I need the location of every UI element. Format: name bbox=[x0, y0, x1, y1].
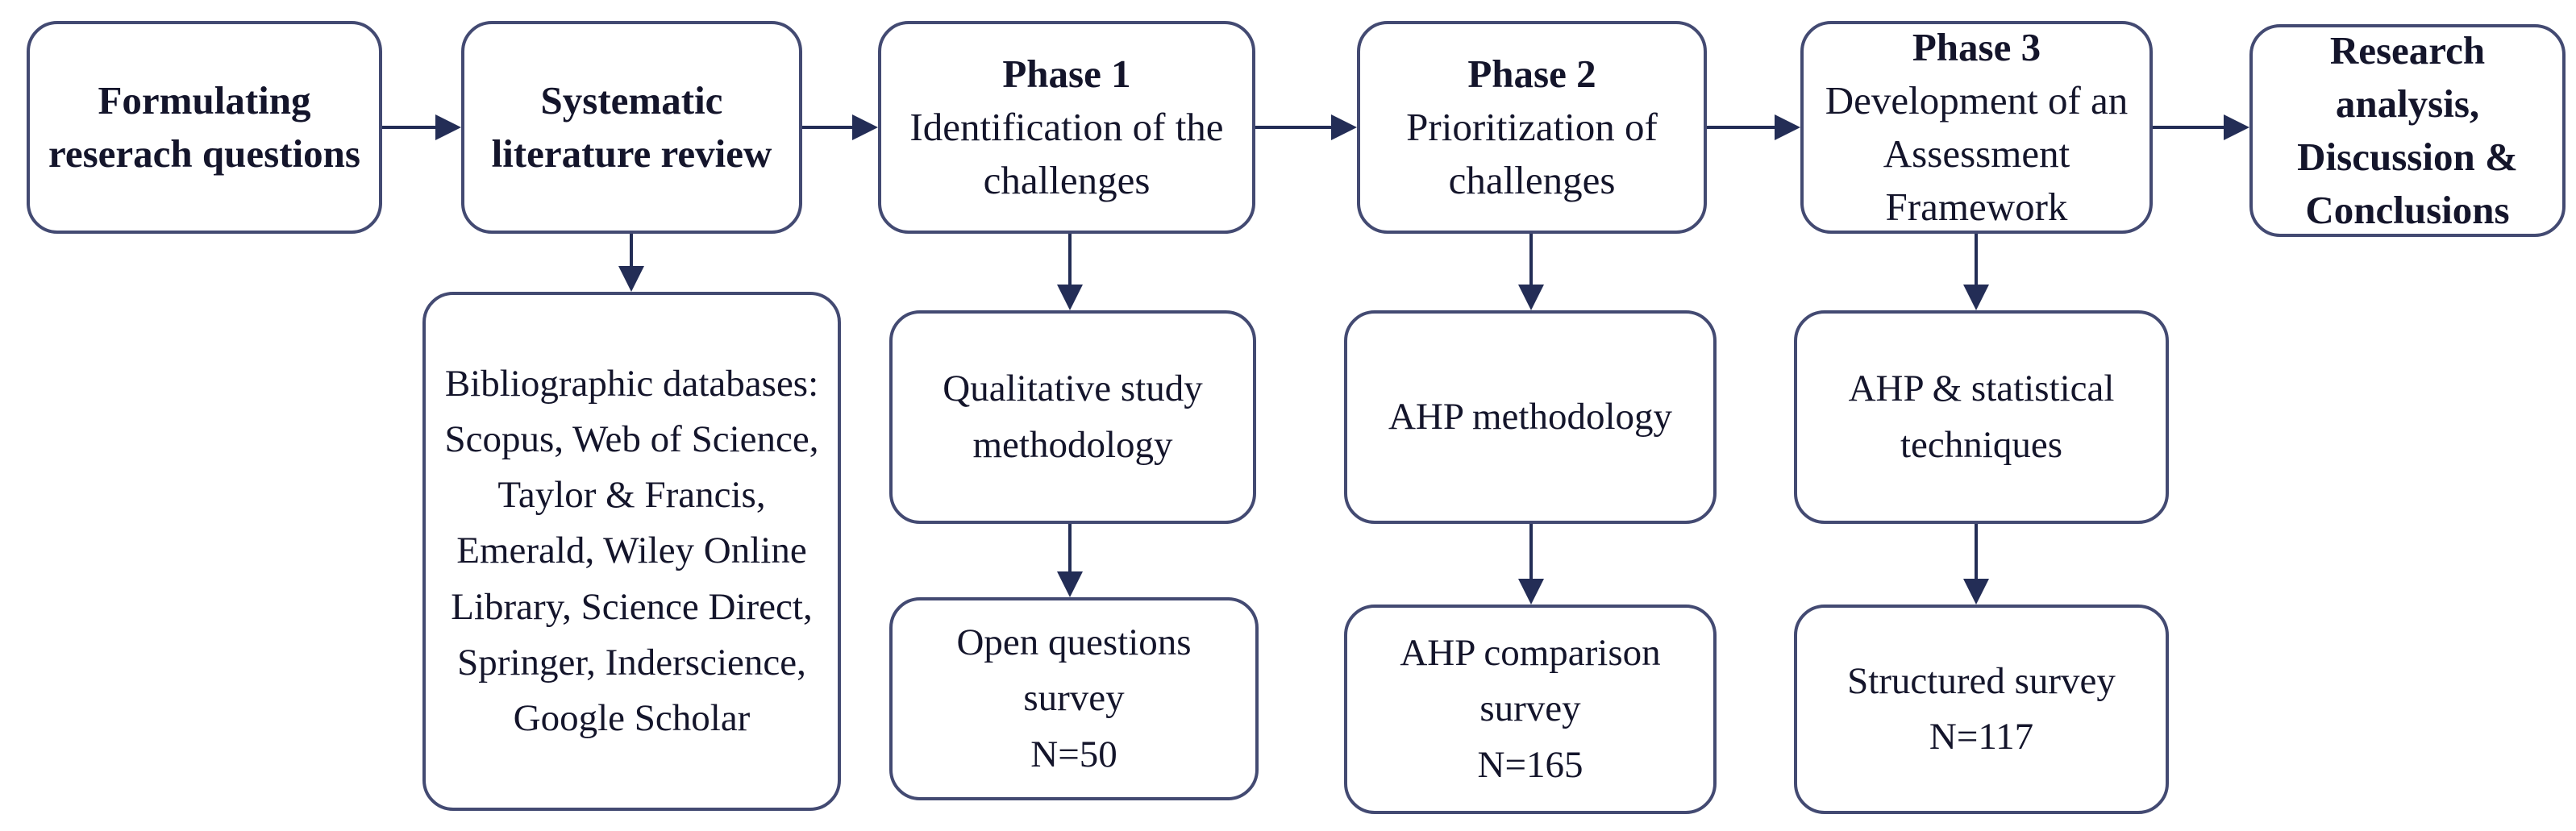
step-label: Research analysis, Discussion & Conclusi… bbox=[2297, 27, 2518, 233]
box-phase2-methodology: AHP methodology bbox=[1344, 310, 1717, 524]
sample-size-label: N=165 bbox=[1477, 743, 1583, 786]
methodology-label: AHP methodology bbox=[1388, 395, 1673, 438]
step-label: Prioritization of challenges bbox=[1406, 104, 1658, 203]
survey-label: Structured survey bbox=[1847, 659, 2116, 702]
sample-size-label: N=117 bbox=[1929, 716, 2034, 758]
phase1-heading: Phase 1 bbox=[1002, 51, 1131, 96]
box-phase2-survey: AHP comparison survey N=165 bbox=[1344, 605, 1717, 814]
box-bibliographic-databases: Bibliographic databases: Scopus, Web of … bbox=[422, 292, 841, 811]
box-phase3-methodology: AHP & statistical techniques bbox=[1794, 310, 2169, 524]
box-phase2: Phase 2 Prioritization of challenges bbox=[1357, 21, 1707, 234]
box-formulating-research-questions: Formulating reserach questions bbox=[27, 21, 382, 234]
sample-size-label: N=50 bbox=[1030, 733, 1117, 775]
step-label: Systematic literature review bbox=[491, 77, 772, 176]
box-phase3: Phase 3 Development of an Assessment Fra… bbox=[1800, 21, 2153, 234]
methodology-label: AHP & statistical techniques bbox=[1848, 368, 2115, 466]
phase2-heading: Phase 2 bbox=[1467, 51, 1596, 96]
box-research-analysis-conclusions: Research analysis, Discussion & Conclusi… bbox=[2249, 24, 2566, 237]
step-label: Identification of the challenges bbox=[909, 104, 1224, 203]
bibliographic-databases-label: Bibliographic databases: Scopus, Web of … bbox=[444, 363, 819, 739]
survey-label: Open questions survey bbox=[956, 621, 1192, 720]
step-label: Development of an Assessment Framework bbox=[1825, 77, 2129, 230]
box-phase1-methodology: Qualitative study methodology bbox=[889, 310, 1256, 524]
phase3-heading: Phase 3 bbox=[1912, 24, 2041, 69]
box-phase1-survey: Open questions survey N=50 bbox=[889, 597, 1259, 800]
step-label: Formulating reserach questions bbox=[48, 77, 360, 176]
survey-label: AHP comparison survey bbox=[1400, 632, 1661, 730]
box-systematic-literature-review: Systematic literature review bbox=[461, 21, 802, 234]
box-phase3-survey: Structured survey N=117 bbox=[1794, 605, 2169, 814]
methodology-label: Qualitative study methodology bbox=[943, 368, 1203, 466]
box-phase1: Phase 1 Identification of the challenges bbox=[878, 21, 1255, 234]
